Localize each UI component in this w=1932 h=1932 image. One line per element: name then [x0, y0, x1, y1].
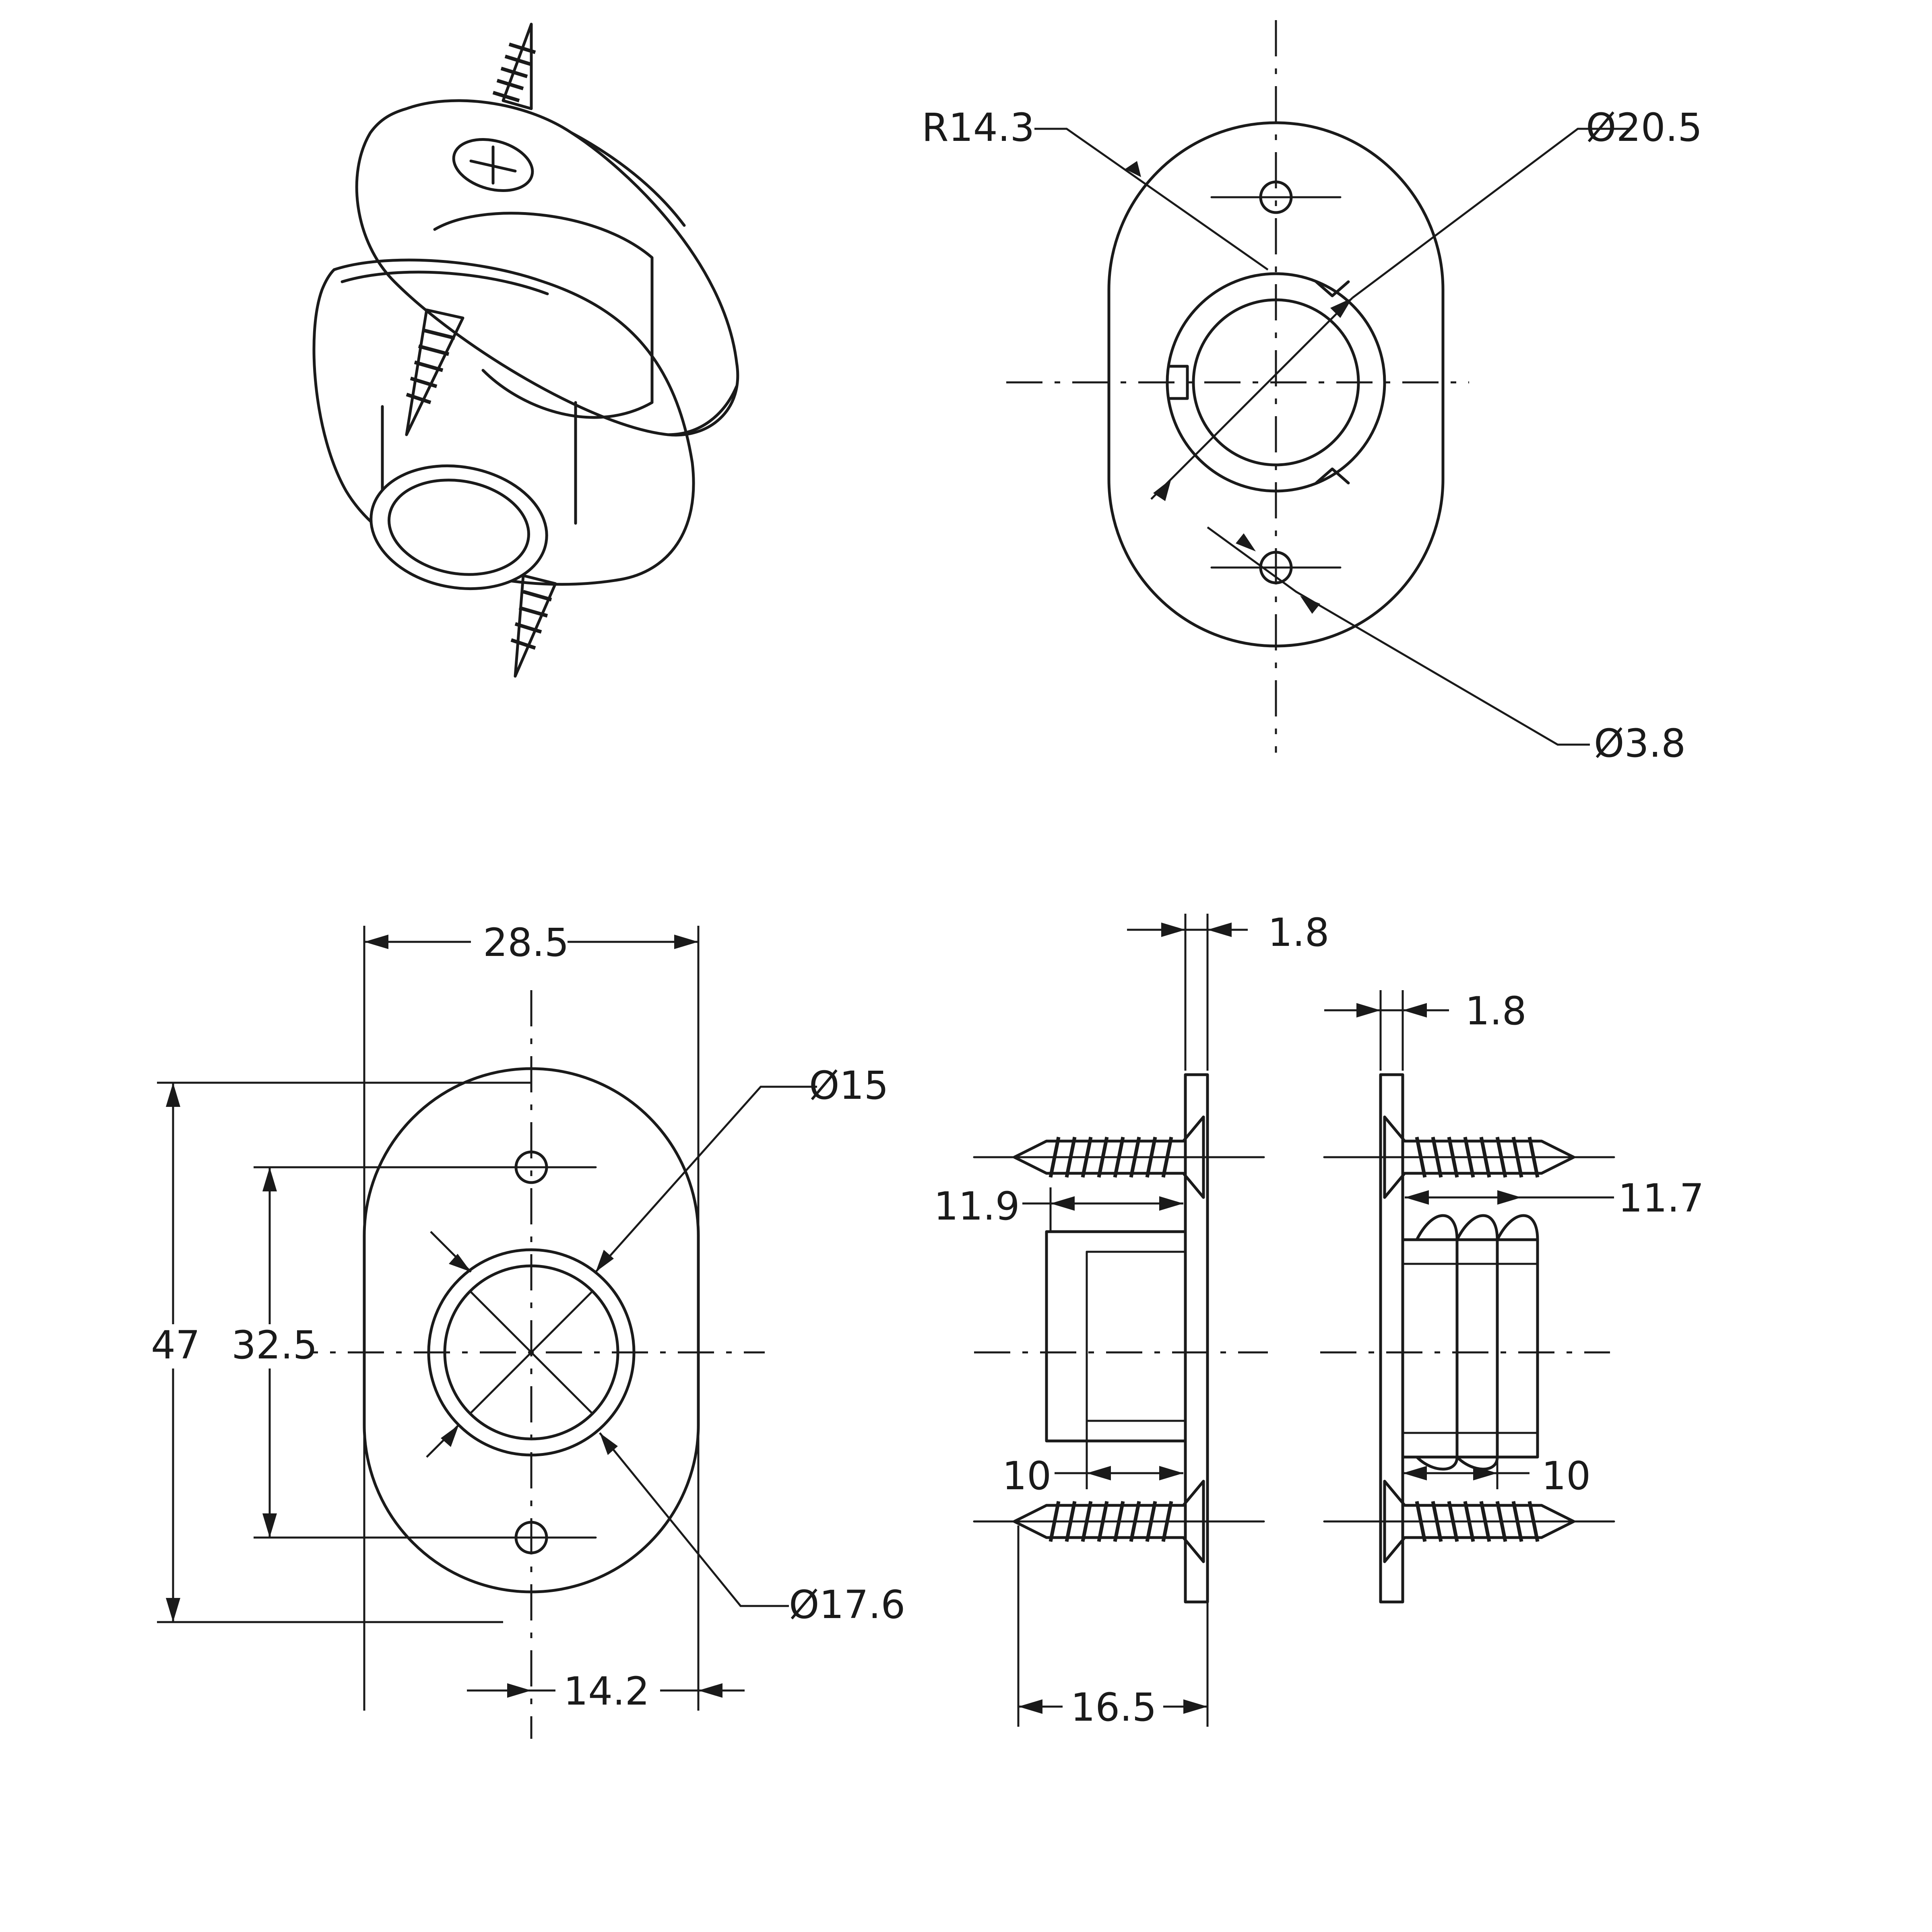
side-sleeve-right [1401, 1238, 1539, 1459]
label-t1-8-right: 1.8 [1465, 989, 1527, 1034]
label-l11-7: 11.7 [1618, 1176, 1704, 1221]
label-l16-5: 16.5 [1071, 1685, 1157, 1730]
label-r14-3: R14.3 [922, 105, 1034, 150]
side-screw-left-lower [973, 1480, 1265, 1563]
front-view-bottom: 28.5 47 32.5 Ø15 Ø17.6 14.2 [145, 920, 905, 1739]
label-l10-left: 10 [1002, 1453, 1051, 1499]
label-l10-right: 10 [1542, 1453, 1591, 1499]
label-w14-2: 14.2 [564, 1669, 650, 1714]
label-d15: Ø15 [809, 1063, 889, 1108]
label-h47: 47 [151, 1323, 200, 1368]
label-t1-8-left: 1.8 [1268, 910, 1329, 955]
label-l11-9: 11.9 [934, 1184, 1020, 1229]
side-screw-left-upper [973, 1115, 1265, 1199]
side-screw-right-upper [1323, 1115, 1615, 1199]
inner-bore-top [1192, 298, 1360, 466]
oval-plate-top [1107, 121, 1445, 648]
isometric-view [312, 23, 739, 678]
label-d20-5: Ø20.5 [1586, 105, 1702, 150]
side-view-left: 1.8 11.9 10 16.5 [934, 910, 1329, 1730]
label-d17-6: Ø17.6 [789, 1582, 905, 1627]
label-w28-5: 28.5 [483, 920, 569, 965]
side-view-right: 1.8 11.7 10 [1320, 989, 1704, 1604]
side-plate-right [1379, 1073, 1404, 1604]
iso-screw-top [492, 23, 536, 110]
inner-bore-bottom [443, 1264, 619, 1441]
outer-collar-top [1166, 272, 1386, 493]
front-view-top: R14.3 Ø20.5 Ø3.8 [922, 20, 1702, 766]
label-h32-5: 32.5 [231, 1323, 318, 1368]
label-d3-8: Ø3.8 [1594, 721, 1686, 766]
side-screw-right-lower [1323, 1480, 1615, 1563]
iso-screw-bottom [510, 574, 557, 678]
side-tube-left [1045, 1230, 1187, 1443]
iso-screw-left [405, 308, 464, 436]
outer-collar-bottom [427, 1248, 636, 1457]
